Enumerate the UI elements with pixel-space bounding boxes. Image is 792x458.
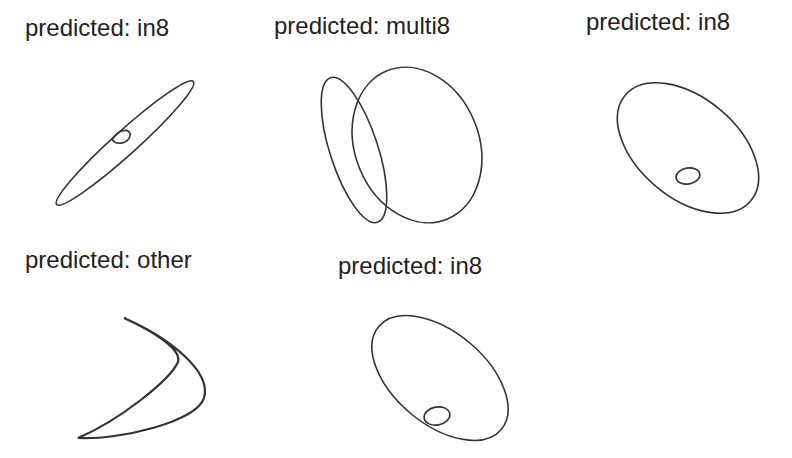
prediction-label: predicted: in8 (25, 16, 169, 40)
prediction-label: predicted: in8 (338, 254, 482, 278)
prediction-label: predicted: in8 (586, 10, 730, 34)
curve-multi8 (308, 48, 505, 243)
curve-in8-2 (593, 57, 783, 239)
prediction-label: predicted: other (25, 248, 192, 272)
curve-other (78, 318, 205, 438)
curve-in8-1 (49, 73, 202, 214)
curve-in8-3 (349, 291, 531, 458)
prediction-label: predicted: multi8 (274, 14, 450, 38)
